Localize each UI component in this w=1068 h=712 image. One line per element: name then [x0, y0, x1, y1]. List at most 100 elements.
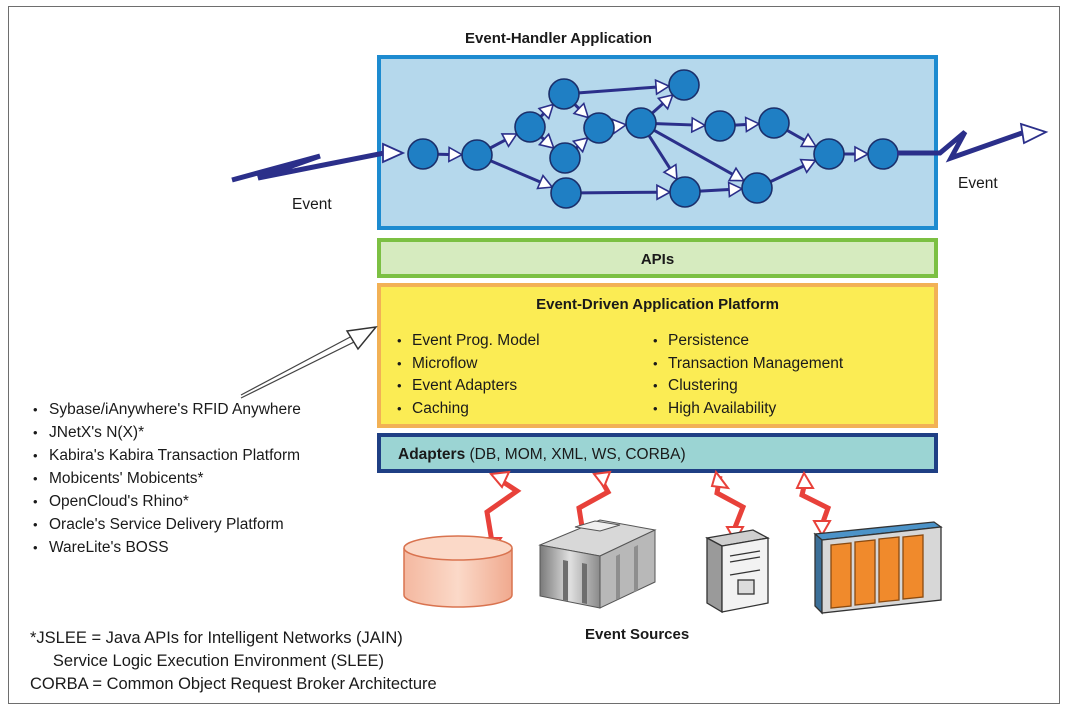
footnote-line: *JSLEE = Java APIs for Intelligent Netwo… — [30, 629, 403, 647]
feature-item: High Availability — [653, 398, 843, 421]
app-title: Event-Handler Application — [465, 30, 652, 47]
workflow-edge — [769, 164, 805, 183]
vendor-pointer-arrowhead — [345, 325, 378, 351]
workflow-node — [461, 139, 493, 171]
server-cluster-icon — [538, 519, 657, 609]
workflow-node — [407, 138, 439, 170]
link-arrowhead — [795, 470, 815, 489]
workflow-node — [669, 176, 701, 208]
event-in-label: Event — [292, 196, 332, 213]
workflow-node — [867, 138, 899, 170]
workflow-edge-arrowhead — [654, 78, 671, 96]
feature-item: Event Adapters — [397, 375, 540, 398]
vendor-list: Sybase/iAnywhere's RFID Anywhere JNetX's… — [33, 398, 301, 559]
diagram-frame — [8, 6, 1060, 704]
workflow-node — [550, 177, 582, 209]
workflow-edge-arrowhead — [571, 136, 590, 154]
workflow-edge-arrowhead — [799, 132, 818, 148]
link-arrowhead — [710, 469, 731, 490]
adapters-layer: Adapters (DB, MOM, XML, WS, CORBA) — [377, 433, 938, 473]
workflow-edge — [647, 134, 672, 170]
workflow-edge-arrowhead — [537, 132, 556, 150]
database-icon — [403, 535, 513, 608]
workflow-edge-arrowhead — [500, 133, 519, 148]
feature-item: Clustering — [653, 375, 843, 398]
workflow-edge-arrowhead — [727, 166, 746, 182]
event-driven-platform-layer: Event-Driven Application Platform Event … — [377, 283, 938, 428]
adapters-text: Adapters (DB, MOM, XML, WS, CORBA) — [398, 446, 686, 464]
platform-features-left: Event Prog. Model Microflow Event Adapte… — [397, 330, 540, 420]
workflow-edge-arrowhead — [662, 163, 678, 181]
workflow-edge-arrowhead — [572, 101, 590, 119]
workflow-node — [514, 111, 546, 143]
event-in-lightning — [231, 150, 385, 183]
source-links — [484, 475, 832, 543]
event-out-lightning — [897, 130, 1023, 163]
event-out-arrowhead — [1019, 122, 1049, 145]
workflow-node — [668, 69, 700, 101]
workflow-node — [813, 138, 845, 170]
storage-rack-icon — [813, 521, 943, 615]
link-arrowhead — [592, 470, 612, 490]
feature-item: Microflow — [397, 353, 540, 376]
workflow-edge — [578, 85, 657, 95]
workflow-edge-arrowhead — [799, 158, 817, 174]
workflow-edge-arrowhead — [656, 183, 672, 201]
workflow-edge-arrowhead — [536, 174, 554, 190]
vendor-item: JNetX's N(X)* — [33, 421, 301, 444]
workflow-edge-arrowhead — [537, 103, 555, 121]
tower-server-icon — [705, 529, 770, 614]
workflow-edge-arrowhead — [854, 145, 870, 163]
adapters-detail: (DB, MOM, XML, WS, CORBA) — [465, 446, 686, 463]
workflow-edge — [580, 190, 658, 195]
vendor-item: Mobicents' Mobicents* — [33, 467, 301, 490]
apis-label: APIs — [640, 251, 675, 268]
workflow-edge-arrowhead — [690, 116, 707, 134]
workflow-nodes — [407, 69, 899, 209]
workflow-node — [704, 110, 736, 142]
footnote-line: CORBA = Common Object Request Broker Arc… — [30, 675, 437, 693]
vendor-item: Kabira's Kabira Transaction Platform — [33, 444, 301, 467]
feature-item: Transaction Management — [653, 353, 843, 376]
workflow-edges — [437, 78, 870, 201]
apis-layer: APIs — [377, 238, 938, 278]
workflow-edge-arrowhead — [656, 93, 675, 111]
workflow-edge — [699, 188, 730, 193]
workflow-edge-arrowhead — [744, 116, 761, 133]
event-out-label: Event — [958, 175, 998, 192]
platform-features-right: Persistence Transaction Management Clust… — [653, 330, 843, 420]
source-link — [484, 475, 522, 543]
workflow-edge-arrowhead — [727, 181, 744, 198]
platform-title: Event-Driven Application Platform — [536, 296, 779, 313]
link-arrowhead — [489, 470, 511, 489]
workflow-node — [625, 107, 657, 139]
event-sources-label: Event Sources — [585, 626, 690, 643]
workflow-edge — [489, 138, 506, 150]
workflow-node — [549, 142, 581, 174]
workflow-node — [741, 172, 773, 204]
feature-item: Event Prog. Model — [397, 330, 540, 353]
feature-item: Caching — [397, 398, 540, 421]
workflow-edge — [490, 159, 541, 184]
vendor-item: WareLite's BOSS — [33, 536, 301, 559]
source-link-heads — [482, 469, 832, 554]
vendor-item: Sybase/iAnywhere's RFID Anywhere — [33, 398, 301, 421]
workflow-node — [548, 78, 580, 110]
footnotes: *JSLEE = Java APIs for Intelligent Netwo… — [30, 627, 437, 696]
workflow-edge — [734, 123, 747, 127]
workflow-edge — [653, 129, 734, 176]
workflow-edge — [651, 102, 665, 115]
workflow-node — [758, 107, 790, 139]
workflow-edge — [786, 129, 806, 142]
workflow-edge — [655, 122, 693, 127]
feature-item: Persistence — [653, 330, 843, 353]
vendor-item: Oracle's Service Delivery Platform — [33, 513, 301, 536]
vendor-pointer-arrow — [240, 334, 359, 399]
event-in-arrowhead — [382, 142, 406, 164]
footnote-line: Service Logic Execution Environment (SLE… — [30, 652, 384, 670]
link-arrowhead — [812, 520, 832, 538]
adapters-label: Adapters — [398, 446, 466, 463]
workflow-node — [583, 112, 615, 144]
vendor-item: OpenCloud's Rhino* — [33, 490, 301, 513]
